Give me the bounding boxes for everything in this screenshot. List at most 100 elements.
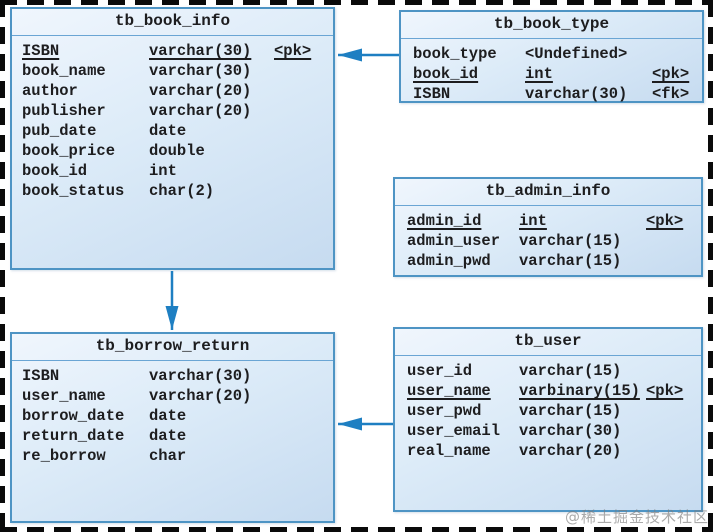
column-name: user_email — [407, 422, 501, 440]
column-name: real_name — [407, 442, 491, 460]
column-type: int — [149, 162, 177, 180]
table-row: book_id int — [12, 161, 333, 181]
column-type: varchar(20) — [149, 102, 252, 120]
column-type: varchar(30) — [149, 367, 252, 385]
column-type: int — [525, 65, 553, 83]
column-name: admin_pwd — [407, 252, 491, 270]
frame-border-top — [0, 0, 713, 5]
table-row: re_borrow char — [12, 446, 333, 466]
column-name: publisher — [22, 102, 106, 120]
table-row: pub_date date — [12, 121, 333, 141]
column-name: book_status — [22, 182, 125, 200]
column-type: varchar(15) — [519, 252, 622, 270]
table-title: tb_book_info — [12, 9, 333, 36]
table-row: user_pwd varchar(15) — [395, 401, 701, 421]
column-type: varbinary(15) — [519, 382, 640, 400]
column-type: varchar(30) — [149, 42, 252, 60]
column-type: varchar(30) — [525, 85, 628, 103]
table-row: ISBN varchar(30) <fk> — [401, 84, 702, 104]
connector-user-to-borrow_return — [338, 417, 393, 431]
column-type: date — [149, 122, 187, 140]
table-row: ISBN varchar(30) — [12, 366, 333, 386]
column-key: <pk> — [652, 65, 690, 83]
column-name: book_id — [22, 162, 88, 180]
column-type: varchar(30) — [149, 62, 252, 80]
column-name: user_name — [407, 382, 491, 400]
column-type: date — [149, 427, 187, 445]
column-name: author — [22, 82, 78, 100]
column-name: user_pwd — [407, 402, 482, 420]
table-row: book_type <Undefined> — [401, 44, 702, 64]
column-type: int — [519, 212, 547, 230]
frame-border-bottom — [0, 527, 713, 532]
column-type: double — [149, 142, 205, 160]
frame-border-left — [0, 0, 5, 532]
column-type: varchar(20) — [519, 442, 622, 460]
column-key: <pk> — [646, 382, 684, 400]
table-row: return_date date — [12, 426, 333, 446]
column-name: book_id — [413, 65, 479, 83]
column-type: varchar(20) — [149, 387, 252, 405]
table-row: author varchar(20) — [12, 81, 333, 101]
column-key: <fk> — [652, 85, 690, 103]
column-type: varchar(30) — [519, 422, 622, 440]
column-key: <pk> — [646, 212, 684, 230]
column-type: <Undefined> — [525, 45, 628, 63]
arrowhead-icon — [338, 48, 362, 62]
column-name: user_id — [407, 362, 473, 380]
table-row: user_email varchar(30) — [395, 421, 701, 441]
column-name: book_type — [413, 45, 497, 63]
table-row: admin_pwd varchar(15) — [395, 251, 701, 271]
column-type: char — [149, 447, 187, 465]
table-title: tb_book_type — [401, 12, 702, 39]
connector-book_info-to-borrow_return — [165, 271, 179, 330]
table-title: tb_user — [395, 329, 701, 356]
table-row: book_price double — [12, 141, 333, 161]
column-name: re_borrow — [22, 447, 106, 465]
column-name: book_name — [22, 62, 106, 80]
column-name: ISBN — [22, 367, 60, 385]
table-row: user_name varchar(20) — [12, 386, 333, 406]
arrowhead-icon — [165, 306, 179, 330]
table-row: ISBN varchar(30) <pk> — [12, 41, 333, 61]
connector-book_type-to-book_info — [338, 48, 399, 62]
column-name: ISBN — [413, 85, 451, 103]
frame-border-right — [708, 0, 713, 532]
column-name: return_date — [22, 427, 125, 445]
column-name: ISBN — [22, 42, 60, 60]
table-row: admin_user varchar(15) — [395, 231, 701, 251]
arrowhead-icon — [338, 417, 362, 431]
table-row: borrow_date date — [12, 406, 333, 426]
column-type: date — [149, 407, 187, 425]
table-columns: book_type <Undefined> book_id int <pk> ISBN va… — [401, 39, 702, 104]
column-name: pub_date — [22, 122, 97, 140]
table-row: book_status char(2) — [12, 181, 333, 201]
column-type: varchar(20) — [149, 82, 252, 100]
column-type: varchar(15) — [519, 402, 622, 420]
table-row: book_id int <pk> — [401, 64, 702, 84]
column-type: varchar(15) — [519, 232, 622, 250]
column-name: borrow_date — [22, 407, 125, 425]
column-name: user_name — [22, 387, 106, 405]
column-name: admin_user — [407, 232, 501, 250]
watermark: @稀土掘金技术社区 — [564, 508, 709, 526]
column-type: char(2) — [149, 182, 215, 200]
table-row: real_name varchar(20) — [395, 441, 701, 461]
table-title: tb_admin_info — [395, 179, 701, 206]
column-key: <pk> — [274, 42, 312, 60]
column-name: book_price — [22, 142, 116, 160]
table-row: publisher varchar(20) — [12, 101, 333, 121]
table-title: tb_borrow_return — [12, 334, 333, 361]
table-tb_book_type: tb_book_type book_type <Undefined> book_id i… — [399, 10, 704, 103]
